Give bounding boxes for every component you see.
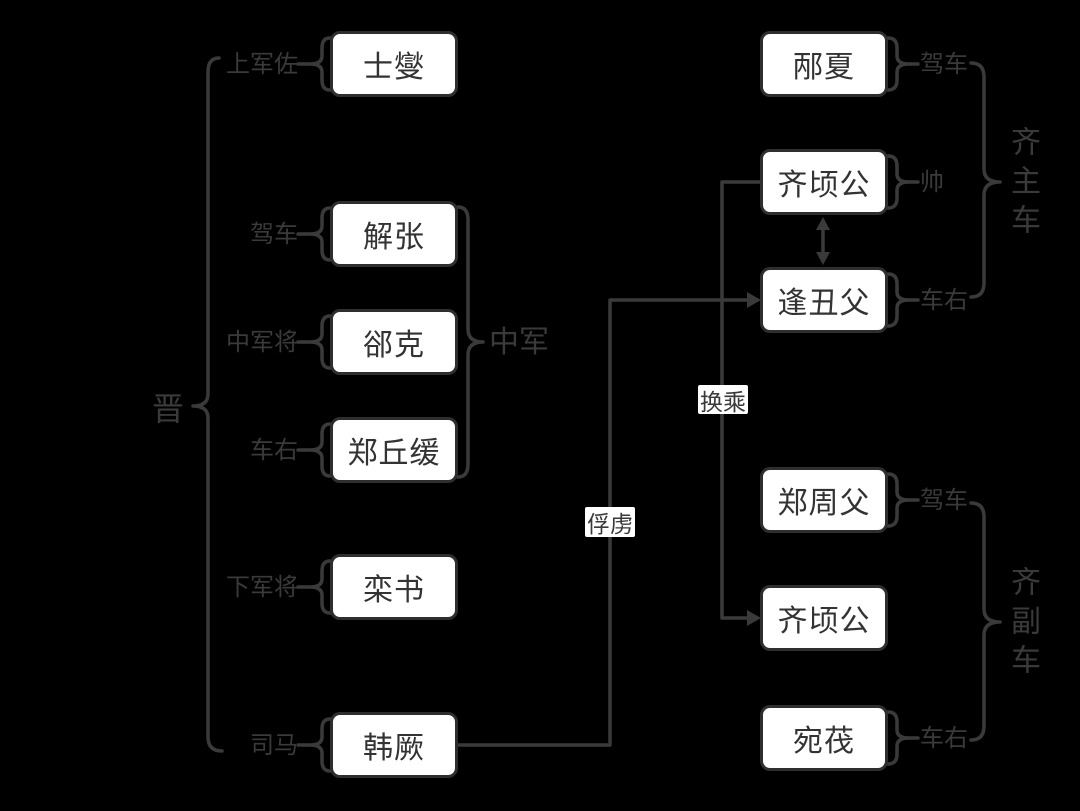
middle-army-label: 中军 (489, 325, 549, 360)
node-brace-zheng-qiu-huan (296, 422, 332, 478)
role-jia-che-main: 驾车 (920, 50, 968, 78)
qi-main-chariot-brace (969, 61, 1002, 299)
node-brace-zheng-zhou-fu (886, 472, 920, 528)
node-brace-feng-chou-fu (886, 272, 920, 328)
transfer-arrowhead (747, 610, 761, 626)
capture-arrowhead (747, 292, 761, 308)
qi-main-chariot-label: 齐主车 (1005, 126, 1040, 243)
role-shuai: 帅 (920, 168, 944, 196)
node-feng-chou-fu: 逢丑父 (760, 267, 888, 333)
role-che-you-jin: 车右 (250, 436, 298, 464)
role-zhong-jun-jiang: 中军将 (226, 328, 298, 356)
node-brace-qi-qing-gong-main (886, 154, 920, 210)
role-jia-che-jin: 驾车 (250, 220, 298, 248)
role-xia-jun-jiang: 下军将 (226, 573, 298, 601)
role-jia-che-deputy: 驾车 (920, 486, 968, 514)
node-shi-xie: 士燮 (330, 31, 458, 97)
jin-group-brace (191, 56, 224, 753)
node-luan-shu: 栾书 (330, 554, 458, 620)
node-brace-han-jue (296, 717, 332, 773)
role-shang-jun-zuo: 上军佐 (226, 50, 298, 78)
seat-swap-arrowhead-up (816, 217, 830, 230)
transfer-edge-label: 换乘 (698, 385, 748, 416)
role-che-you-main: 车右 (920, 286, 968, 314)
role-che-you-deputy: 车右 (920, 724, 968, 752)
qi-deputy-chariot-brace (969, 501, 1002, 742)
qi-deputy-chariot-label: 齐副车 (1005, 566, 1040, 683)
capture-edge-label: 俘虏 (585, 507, 635, 538)
node-qi-qing-gong-main: 齐顷公 (760, 149, 888, 215)
node-bing-xia: 邴夏 (760, 31, 888, 97)
jin-group-label: 晋 (152, 390, 185, 428)
node-han-jue: 韩厥 (330, 712, 458, 778)
node-wan-fa: 宛茷 (760, 705, 888, 771)
node-zheng-zhou-fu: 郑周父 (760, 467, 888, 533)
node-brace-xie-zhang (296, 206, 332, 262)
node-qi-qing-gong-deputy: 齐顷公 (760, 585, 888, 651)
node-brace-luan-shu (296, 559, 332, 615)
role-si-ma: 司马 (250, 731, 298, 759)
node-xie-zhang: 解张 (330, 201, 458, 267)
middle-army-brace (456, 205, 485, 479)
node-xi-ke: 郤克 (330, 309, 458, 375)
node-brace-bing-xia (886, 36, 920, 92)
node-brace-shi-xie (296, 36, 332, 92)
node-zheng-qiu-huan: 郑丘缓 (330, 417, 458, 483)
node-brace-xi-ke (296, 314, 332, 370)
seat-swap-arrowhead-down (816, 252, 830, 265)
node-brace-wan-fa (886, 710, 920, 766)
